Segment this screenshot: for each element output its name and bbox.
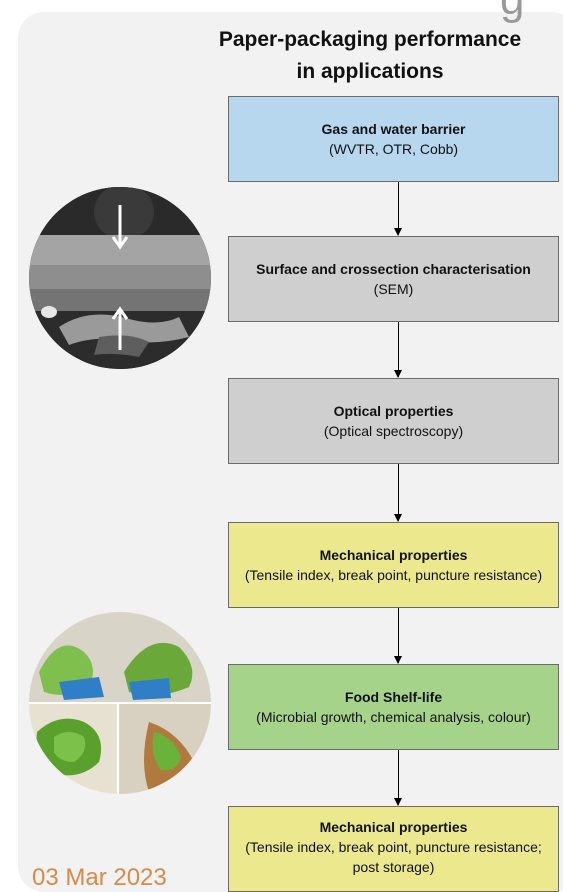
step-food-shelf-life: Food Shelf-life (Microbial growth, chemi… bbox=[228, 664, 559, 750]
step-detail: (Tensile index, break point, puncture re… bbox=[244, 567, 543, 583]
step-detail: (SEM) bbox=[373, 281, 414, 297]
arrow-connector bbox=[394, 322, 402, 378]
step-heading: Gas and water barrier bbox=[321, 121, 466, 137]
slide-title-fragment: g bbox=[500, 0, 524, 22]
arrow-connector bbox=[394, 182, 402, 236]
step-mechanical-properties: Mechanical properties (Tensile index, br… bbox=[228, 522, 559, 608]
step-heading: Food Shelf-life bbox=[344, 689, 443, 705]
arrow-connector bbox=[394, 750, 402, 806]
title-line-2: in applications bbox=[296, 60, 444, 83]
step-gas-water-barrier: Gas and water barrier (WVTR, OTR, Cobb) bbox=[228, 96, 559, 182]
step-mechanical-properties-post-storage: Mechanical properties (Tensile index, br… bbox=[228, 806, 559, 892]
step-heading: Surface and crossection characterisation bbox=[256, 261, 531, 277]
step-surface-characterisation: Surface and crossection characterisation… bbox=[228, 236, 559, 322]
step-detail: (WVTR, OTR, Cobb) bbox=[328, 141, 459, 157]
step-detail: (Microbial growth, chemical analysis, co… bbox=[256, 709, 531, 725]
arrow-connector bbox=[394, 608, 402, 664]
step-heading: Mechanical properties bbox=[319, 819, 468, 835]
lettuce-packaging-image bbox=[29, 612, 211, 794]
step-heading: Optical properties bbox=[333, 403, 454, 419]
arrow-connector bbox=[394, 464, 402, 522]
step-heading: Mechanical properties bbox=[319, 547, 468, 563]
step-detail: (Optical spectroscopy) bbox=[323, 423, 464, 439]
sem-crosssection-image bbox=[29, 187, 211, 369]
footer-date: 03 Mar 2023 bbox=[32, 864, 167, 891]
step-detail: (Tensile index, break point, puncture re… bbox=[245, 839, 542, 875]
step-optical-properties: Optical properties (Optical spectroscopy… bbox=[228, 378, 559, 464]
title-line-1: Paper-packaging performance bbox=[218, 28, 522, 51]
diagram-title: Paper-packaging performance in applicati… bbox=[160, 24, 563, 88]
